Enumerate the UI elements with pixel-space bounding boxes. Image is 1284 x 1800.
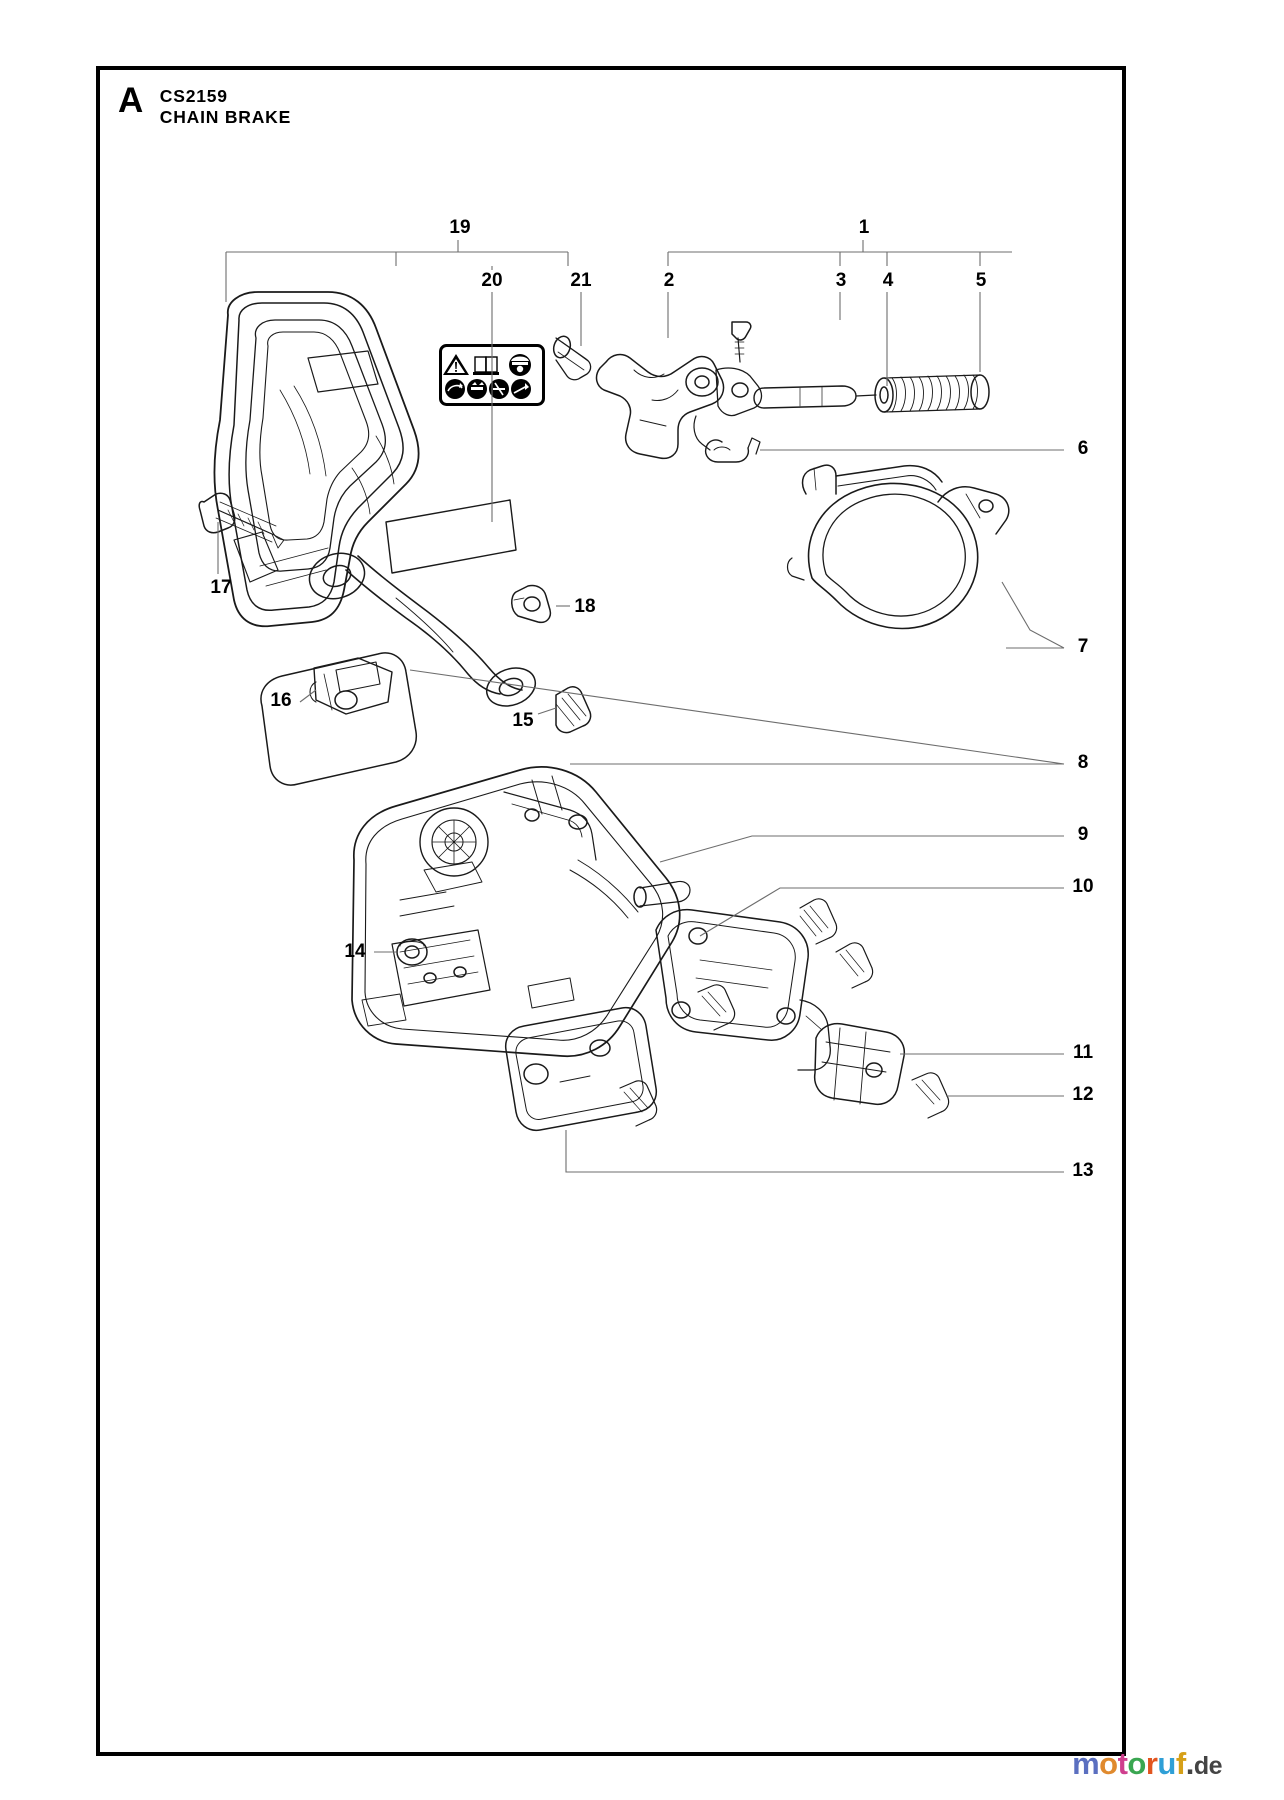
open-manual-icon	[473, 356, 499, 375]
bar-nose-contact-icon	[511, 379, 531, 399]
callout-4: 4	[882, 270, 894, 291]
section-letter: A	[118, 81, 143, 120]
header-titles: CS2159 CHAIN BRAKE	[160, 84, 291, 128]
watermark-letter-m: m	[1072, 1746, 1100, 1781]
diagram-header: A CS2159 CHAIN BRAKE	[118, 81, 291, 128]
watermark-letter-f: f	[1175, 1746, 1186, 1781]
watermark-letter-r: r	[1145, 1746, 1158, 1781]
part-brake-spring	[874, 374, 990, 413]
callout-16: 16	[270, 690, 292, 711]
part-pivot-screw	[555, 686, 592, 734]
callout-6: 6	[1077, 438, 1089, 459]
part-clutch-cover-body	[351, 766, 691, 1058]
part-hand-guard-decal	[385, 499, 517, 574]
callout-15: 15	[512, 710, 534, 731]
part-chain-tensioner-block	[813, 1022, 906, 1106]
warning-safety-label	[439, 344, 545, 406]
callout-11: 11	[1072, 1042, 1094, 1063]
callout-18: 18	[574, 596, 596, 617]
no-one-hand-icon	[489, 379, 509, 399]
part-brake-link-body	[595, 353, 763, 460]
callout-8: 8	[1077, 752, 1089, 773]
helmet-eye-ear-icon	[509, 354, 531, 376]
part-side-cover-decal	[260, 652, 418, 786]
watermark-letter-u: u	[1157, 1746, 1176, 1781]
callout-19: 19	[449, 217, 471, 238]
assembly-name: CHAIN BRAKE	[159, 107, 292, 127]
callout-20: 20	[481, 270, 503, 291]
watermark-motoruf: motoruf.de	[1072, 1748, 1222, 1782]
callout-5: 5	[975, 270, 987, 291]
part-washer-clip	[511, 584, 552, 624]
callout-1: 1	[858, 217, 870, 238]
part-front-handle-guard	[213, 291, 537, 707]
part-brake-link-rod	[753, 385, 877, 409]
callout-14: 14	[344, 941, 366, 962]
parts-artwork	[198, 291, 1010, 1132]
watermark-dot: .	[1185, 1746, 1195, 1781]
callout-3: 3	[835, 270, 847, 291]
callout-9: 9	[1077, 824, 1089, 845]
part-link-screw	[731, 321, 752, 363]
watermark-letter-t: t	[1117, 1746, 1128, 1781]
warning-triangle-icon	[443, 354, 469, 375]
callout-12: 12	[1072, 1084, 1094, 1105]
part-brake-band	[786, 464, 1010, 630]
watermark-letter-o1: o	[1099, 1746, 1118, 1781]
part-handle-guard-screw	[198, 492, 285, 549]
callout-2: 2	[663, 270, 675, 291]
model-number: CS2159	[159, 86, 228, 106]
watermark-tld: de	[1193, 1752, 1223, 1780]
watermark-letter-o2: o	[1127, 1746, 1146, 1781]
part-cover-plate	[504, 1006, 658, 1132]
part-brake-pivot-pin	[552, 335, 592, 381]
part-retaining-clip	[704, 437, 761, 463]
callout-7: 7	[1077, 636, 1089, 657]
callout-17: 17	[210, 577, 232, 598]
callout-10: 10	[1072, 876, 1094, 897]
part-bushing-spacer	[396, 938, 428, 966]
kickback-icon	[445, 379, 465, 399]
callout-13: 13	[1072, 1160, 1094, 1181]
diagram-frame: A CS2159 CHAIN BRAKE	[96, 66, 1126, 1756]
callout-21: 21	[570, 270, 592, 291]
part-chain-catcher-bracket	[655, 908, 831, 1071]
two-hand-grip-icon	[467, 379, 487, 399]
